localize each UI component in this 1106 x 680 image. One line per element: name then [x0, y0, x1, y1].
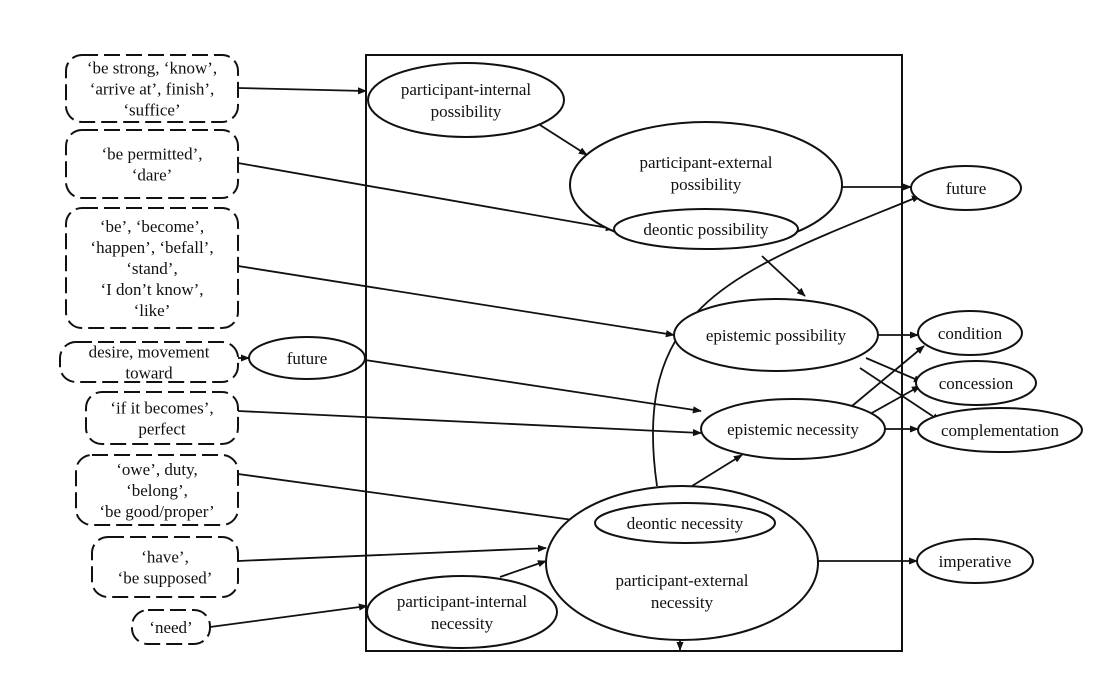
edge-s6-to-dn: [237, 473, 596, 526]
source-box-border: [131, 609, 211, 645]
source-box-s6: ‘owe’, duty, ‘belong’, ‘be good/proper’: [75, 454, 239, 526]
source-box-s4: desire, movement toward: [59, 341, 239, 383]
source-box-s7: ‘have’, ‘be supposed’: [91, 536, 239, 598]
node-en: epistemic necessity: [700, 398, 886, 460]
source-box-s3: ‘be’, ‘become’, ‘happen’, ‘befall’, ‘stand…: [65, 207, 239, 329]
node-label-line: deontic necessity: [627, 514, 744, 533]
node-future_right: future: [910, 165, 1022, 211]
node-ellipse: [367, 62, 565, 138]
edge-pen-to-future_right: [652, 195, 921, 487]
source-box-border: [65, 129, 239, 199]
node-label-line: future: [946, 179, 987, 198]
shapes-layer: ‘be strong, ‘know’, ‘arrive at’, finish’,…: [59, 54, 1083, 649]
node-ellipse: [917, 310, 1023, 356]
node-complementation: complementation: [917, 407, 1083, 453]
node-label-line: ‘happen’, ‘befall’,: [90, 238, 213, 257]
source-box-s2: ‘be permitted’, ‘dare’: [65, 129, 239, 199]
source-box-border: [85, 391, 239, 445]
node-ellipse: [613, 208, 799, 250]
node-label-line: imperative: [939, 552, 1012, 571]
edge-s5-to-en: [237, 410, 702, 437]
edge-s8-to-pin: [209, 603, 368, 628]
node-label-line: concession: [939, 374, 1014, 393]
node-label-line: participant-external: [639, 153, 772, 172]
source-box-border: [65, 54, 239, 123]
edge-pin-to-pen: [499, 560, 547, 578]
node-label-line: ‘be’, ‘become’,: [100, 217, 204, 236]
node-pin: participant-internal necessity: [366, 575, 558, 649]
node-dn: deontic necessity: [594, 502, 776, 544]
node-label-line: possibility: [671, 175, 742, 194]
edges-layer: [209, 87, 941, 651]
node-ep: epistemic possibility: [673, 298, 879, 372]
node-label-line: necessity: [431, 614, 494, 633]
node-ellipse: [916, 538, 1034, 584]
node-label-line: ‘I don’t know’,: [100, 280, 203, 299]
edge-s3-to-ep: [237, 265, 675, 338]
node-label-line: ‘arrive at’, finish’,: [90, 80, 215, 99]
node-imperative: imperative: [916, 538, 1034, 584]
node-ellipse: [594, 502, 776, 544]
node-ellipse: [366, 575, 558, 649]
edge-s7-to-pen: [237, 544, 547, 562]
edge-s1-to-pip: [237, 87, 367, 95]
node-label-line: deontic possibility: [643, 220, 769, 239]
node-label-line: epistemic necessity: [727, 420, 859, 439]
edge-s2-to-dp: [237, 162, 615, 232]
source-box-border: [59, 341, 239, 383]
node-label-line: participant-internal: [397, 592, 528, 611]
edge-dp-to-ep: [761, 255, 806, 297]
source-box-border: [91, 536, 239, 598]
node-label-line: ‘suffice’: [123, 101, 180, 120]
edge-pip-to-pep: [539, 124, 588, 156]
node-label-line: ‘be permitted’,: [101, 145, 202, 164]
edge-pen-to-en: [691, 454, 743, 487]
edge-ep-to-complementation: [859, 367, 941, 422]
node-future_left: future: [248, 336, 366, 380]
node-label-line: ‘be good/proper’: [99, 502, 214, 521]
node-ellipse: [917, 407, 1083, 453]
node-label-line: ‘stand’,: [126, 259, 177, 278]
node-label-line: ‘have’,: [141, 548, 189, 567]
edge-en-to-concession: [869, 385, 921, 415]
node-label-line: ‘belong’,: [126, 481, 188, 500]
node-ellipse: [673, 298, 879, 372]
node-label-line: ‘be supposed’: [118, 569, 213, 588]
node-ellipse: [700, 398, 886, 460]
node-label-line: toward: [125, 364, 173, 383]
node-label-line: perfect: [138, 420, 185, 439]
node-label-line: ‘like’: [134, 301, 171, 320]
node-dp: deontic possibility: [613, 208, 799, 250]
source-box-s1: ‘be strong, ‘know’, ‘arrive at’, finish’,…: [65, 54, 239, 123]
node-label-line: ‘if it becomes’,: [110, 399, 213, 418]
source-box-s8: ‘need’: [131, 609, 211, 645]
node-ellipse: [910, 165, 1022, 211]
node-label-line: necessity: [651, 593, 714, 612]
node-label-line: condition: [938, 324, 1003, 343]
node-label-line: possibility: [431, 102, 502, 121]
node-label-line: participant-internal: [401, 80, 532, 99]
source-box-s5: ‘if it becomes’, perfect: [85, 391, 239, 445]
node-label-line: epistemic possibility: [706, 326, 847, 345]
edge-future_left-to-en: [364, 359, 702, 414]
edge-en-to-condition: [851, 345, 925, 407]
node-ellipse: [248, 336, 366, 380]
modality-domain-frame: [365, 54, 903, 652]
node-label-line: desire, movement: [89, 343, 210, 362]
node-label-line: ‘need’: [149, 618, 192, 637]
node-label-line: participant-external: [615, 571, 748, 590]
node-pip: participant-internal possibility: [367, 62, 565, 138]
node-concession: concession: [915, 360, 1037, 406]
node-ellipse: [915, 360, 1037, 406]
node-label-line: ‘be strong, ‘know’,: [87, 59, 217, 78]
node-condition: condition: [917, 310, 1023, 356]
node-label-line: future: [287, 349, 328, 368]
source-box-border: [65, 207, 239, 329]
node-label-line: ‘dare’: [132, 166, 173, 185]
node-label-line: complementation: [941, 421, 1060, 440]
node-label-line: ‘owe’, duty,: [116, 460, 198, 479]
source-box-border: [75, 454, 239, 526]
